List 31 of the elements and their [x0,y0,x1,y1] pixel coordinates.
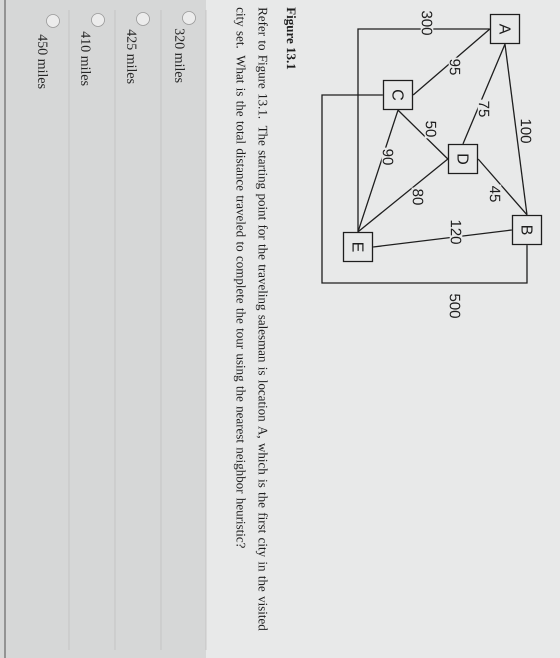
answer-option: 450 miles [38,34,48,89]
node-box: C [382,80,414,110]
connector-line [412,28,490,96]
node-box: A [490,14,520,44]
node-box: D [448,144,478,174]
edge-label: 100 [520,117,532,144]
edge-label: 75 [478,100,490,118]
answer-option: 410 miles [81,31,91,86]
edge-label: 90 [382,148,394,166]
edge-label: 95 [448,58,462,76]
edge-label: 500 [448,292,462,320]
edge-label: 300 [420,9,434,36]
node-box: E [342,232,374,262]
figure-caption: Figure 13.1 [284,7,296,70]
connector-line [373,229,512,248]
edge-label: 45 [488,184,502,204]
question-text: Refer to Figure 13.1. The starting point for the traveling salesman is location A, which is the first city in the visited city set. What is the total distance traveled to complete the tour using the nearest neighbor heuristic? [234,8,268,631]
answer-option: 320 miles [175,28,185,83]
answer-option: 425 miles [127,29,137,84]
connector-line [398,110,448,160]
edge-label: 50 [424,120,438,138]
connector-line [358,158,448,232]
connector-line [357,110,399,232]
edge-label: 80 [412,188,424,206]
node-box: B [512,214,542,246]
connector-line [462,44,506,144]
connector-line [357,28,490,232]
edge-label: 120 [450,218,462,246]
connector-line [504,44,528,215]
connector-line [321,94,528,284]
connector-line [478,158,528,216]
